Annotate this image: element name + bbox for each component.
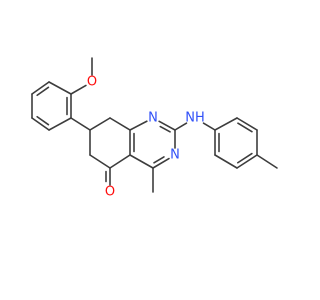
atom-label-n1: N [148, 111, 158, 126]
bond-t5-t6 [214, 154, 238, 169]
bond-n3-c4-second-line [153, 156, 165, 164]
bond-c2-nh [174, 122, 188, 131]
bond-t2-t3 [236, 117, 258, 131]
bond-t1-t2 [214, 117, 238, 131]
bond-t4-tme [256, 154, 278, 169]
atom-label-ome_o: O [87, 75, 97, 90]
bond-c5-c6 [89, 154, 111, 169]
bond-r5-r6 [48, 81, 72, 95]
bond-r6-ome_o [70, 84, 87, 95]
atom-labels-layer: O N NH N O [87, 75, 205, 200]
bond-c4-c4a [129, 154, 154, 169]
bond-r1-r2 [48, 117, 72, 131]
bond-t4-t5-second-line [236, 152, 253, 164]
bond-n1-c2-second-line [159, 125, 171, 133]
bond-c7-c8 [89, 117, 111, 131]
atom-label-nh: NH [185, 111, 205, 126]
bond-n1-c2 [158, 120, 176, 131]
bond-r4-r5 [31, 81, 50, 95]
atom-label-n3: N [170, 148, 180, 163]
bond-c8-c8a [109, 117, 131, 131]
bond-t2-t3-second-line [237, 122, 253, 133]
bonds-layer [31, 57, 278, 193]
molecule-structure-canvas: O N NH N O [31, 57, 278, 200]
bond-r2-r3-second-line [36, 115, 50, 126]
bond-c4a-c5 [109, 154, 131, 169]
bond-n3-c4 [152, 157, 170, 169]
bond-nh-t1 [202, 122, 216, 131]
bond-t4-t5 [236, 154, 258, 169]
bond-r4-r5-second-line [36, 86, 50, 97]
atom-label-co: O [105, 185, 115, 200]
bond-c8a-n1 [129, 120, 148, 131]
bond-r2-r3 [31, 117, 50, 131]
bond-r1-c7 [70, 117, 91, 131]
